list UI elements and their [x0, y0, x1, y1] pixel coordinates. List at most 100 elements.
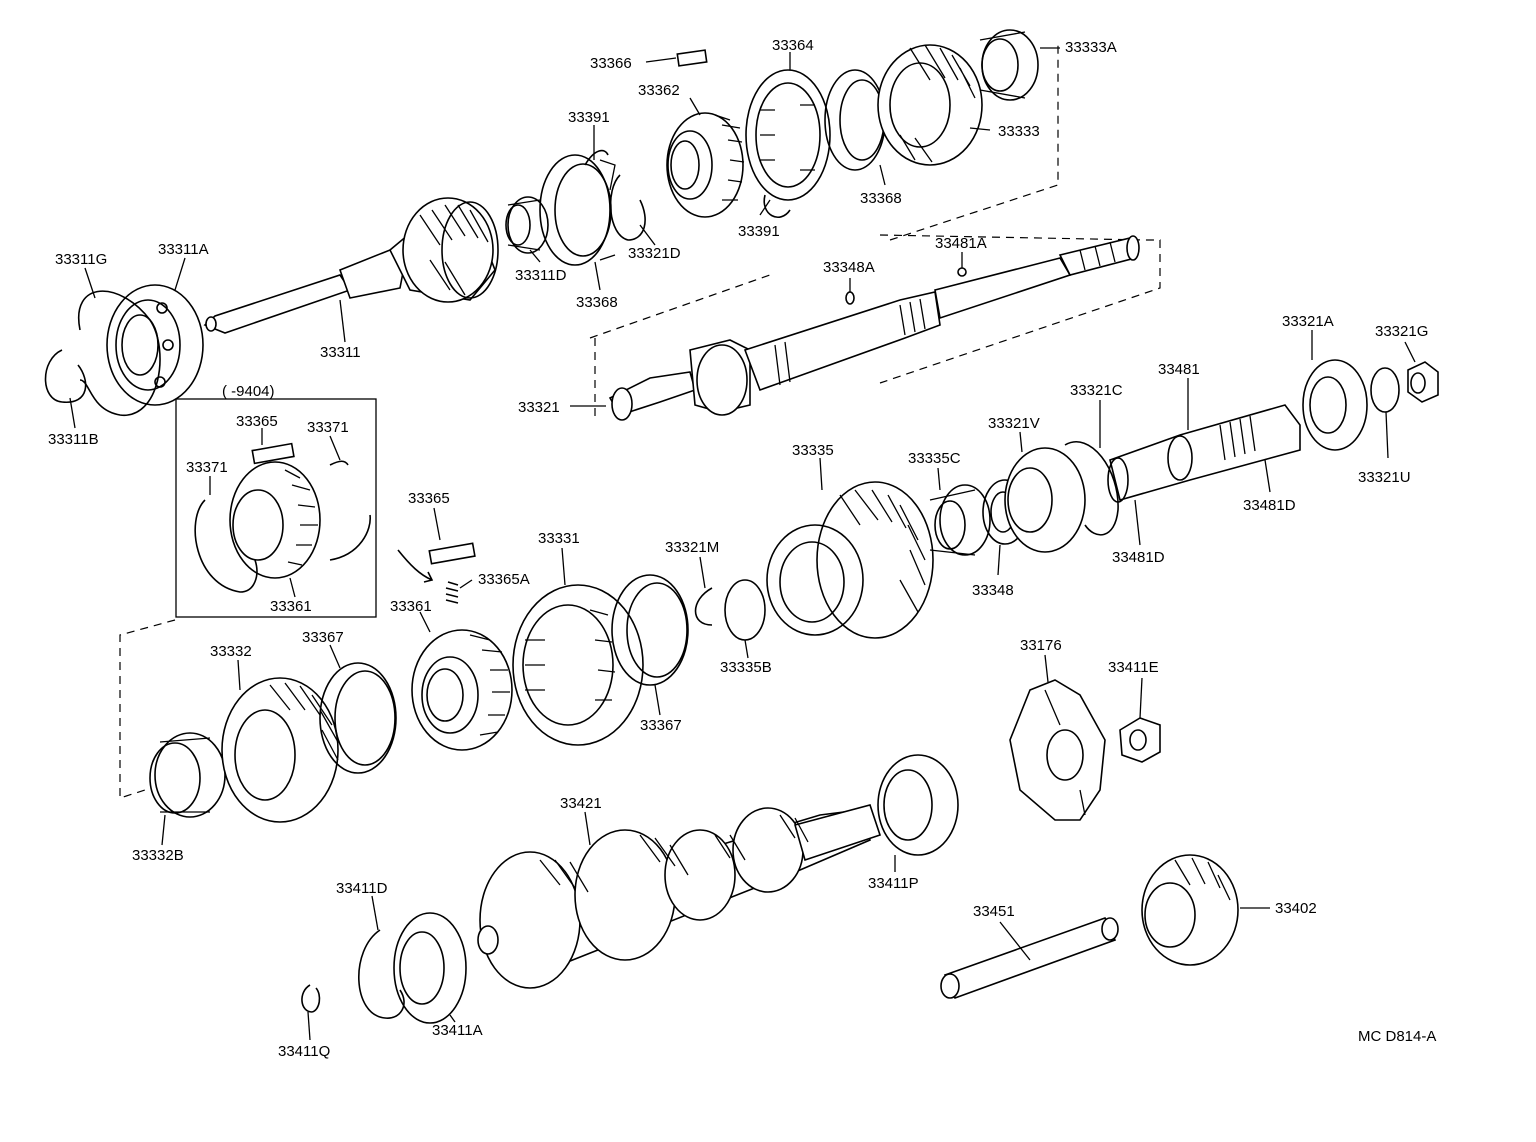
part-33364-hub-sleeve — [745, 69, 831, 218]
part-33365-shifting-key — [428, 542, 476, 565]
label-33362: 33362 — [638, 82, 680, 99]
part-33333A-needle-bearing — [979, 29, 1039, 101]
part-33362-clutch-hub — [666, 112, 745, 218]
label-33365-inset: 33365 — [236, 413, 278, 430]
part-33411E-nut — [1119, 717, 1161, 763]
label-33333: 33333 — [998, 123, 1040, 140]
label-33365A: 33365A — [478, 571, 530, 588]
label-33332B: 33332B — [132, 847, 184, 864]
label-33364: 33364 — [772, 37, 814, 54]
part-33348A-ball — [845, 291, 855, 305]
part-33391-key-spring-upper — [584, 149, 609, 166]
part-33321C-snap-ring — [1064, 441, 1119, 536]
part-33367-synchronizer-ring-lower — [319, 662, 397, 774]
label-33335: 33335 — [792, 442, 834, 459]
leader-lines — [69, 47, 1416, 1041]
lower-left-dashed-outline — [119, 619, 176, 799]
label-33411P: 33411P — [868, 875, 919, 892]
label-33321G: 33321G — [1375, 323, 1428, 340]
label-33361: 33361 — [390, 598, 432, 615]
label-33481D-left: 33481D — [1112, 549, 1165, 566]
label-33311D: 33311D — [515, 267, 567, 284]
part-33481-shaft-sleeve — [1107, 404, 1301, 503]
label-33481: 33481 — [1158, 361, 1200, 378]
part-33332B-needle-bearing — [149, 732, 226, 818]
label-33411Q: 33411Q — [278, 1043, 330, 1060]
part-33368-synchronizer-ring-upper — [824, 69, 886, 171]
part-33321U-washer — [1370, 367, 1400, 413]
part-33411A-bearing — [393, 912, 467, 1024]
label-33311: 33311 — [320, 344, 361, 361]
part-33368-synchronizer-ring — [539, 154, 616, 266]
part-33321V-bearing — [1004, 447, 1086, 553]
top-assembly-dashed-outline — [889, 40, 1059, 241]
part-33365-shifting-key-early — [251, 442, 295, 465]
label-33321C: 33321C — [1070, 382, 1123, 399]
label-33335C: 33335C — [908, 450, 961, 467]
label-33348A: 33348A — [823, 259, 875, 276]
label-33321A: 33321A — [1282, 313, 1334, 330]
part-33176-thrust-plate — [1009, 679, 1106, 821]
label-33421: 33421 — [560, 795, 602, 812]
early-model-inset-box — [175, 398, 377, 618]
part-33321M-snap-ring — [694, 587, 713, 626]
label-33332: 33332 — [210, 643, 252, 660]
part-33311-input-shaft — [203, 197, 499, 334]
part-33411D-snap-ring — [358, 929, 405, 1019]
part-33402-reverse-idler-gear — [1141, 854, 1239, 966]
diagram-code: MC D814-A — [1358, 1028, 1436, 1045]
part-33481A-ball — [957, 267, 967, 277]
label-33365: 33365 — [408, 490, 450, 507]
part-33333-gear — [877, 44, 983, 166]
label-33481D-right: 33481D — [1243, 497, 1296, 514]
label-range: ( -9404) — [222, 383, 275, 400]
part-labels: 33366 33364 33333A 33362 33391 33333 333… — [48, 37, 1436, 1060]
label-33361-inset: 33361 — [270, 598, 312, 615]
part-33311G-snap-ring — [77, 290, 161, 416]
part-33321A-bearing — [1302, 359, 1368, 451]
part-33361-clutch-hub — [411, 629, 513, 751]
label-33331: 33331 — [538, 530, 580, 547]
label-33371-left: 33371 — [186, 459, 228, 476]
part-33335C-needle-bearing — [929, 484, 991, 556]
part-33366-shifting-key — [676, 49, 708, 67]
part-33411P-bearing — [877, 754, 959, 856]
label-33368-upper: 33368 — [860, 190, 902, 207]
label-33367-lower: 33367 — [302, 629, 344, 646]
part-33421-counter-gear — [477, 804, 882, 989]
label-33368-lower: 33368 — [576, 294, 618, 311]
label-33333A: 33333A — [1065, 39, 1117, 56]
label-33411A: 33411A — [432, 1022, 483, 1039]
part-33371-spring-right — [329, 460, 371, 561]
part-33451-reverse-idler-shaft — [940, 916, 1119, 1000]
label-33335B: 33335B — [720, 659, 772, 676]
part-33335-gear — [766, 481, 934, 639]
label-33321M: 33321M — [665, 539, 719, 556]
label-33321V: 33321V — [988, 415, 1040, 432]
label-33348: 33348 — [972, 582, 1014, 599]
label-33311A: 33311A — [158, 241, 209, 258]
label-33391-lower: 33391 — [738, 223, 780, 240]
part-33371-spring-left — [194, 499, 258, 593]
label-33311G: 33311G — [55, 251, 107, 268]
label-33411D: 33411D — [336, 880, 388, 897]
part-33411Q-ring — [301, 984, 321, 1013]
label-33402: 33402 — [1275, 900, 1317, 917]
part-33311A-bearing — [106, 284, 204, 406]
part-33311B-snap-ring — [44, 349, 87, 403]
label-33371-right: 33371 — [307, 419, 349, 436]
label-33321D: 33321D — [628, 245, 681, 262]
label-33481A: 33481A — [935, 235, 987, 252]
part-33367-synchronizer-ring — [611, 574, 689, 686]
label-33411E: 33411E — [1108, 659, 1159, 676]
part-33365A-spring — [445, 581, 459, 604]
label-33321: 33321 — [518, 399, 560, 416]
label-33391-upper: 33391 — [568, 109, 610, 126]
label-33176: 33176 — [1020, 637, 1062, 654]
part-33321G-nut — [1407, 361, 1439, 403]
part-33332-gear — [221, 677, 339, 823]
label-33451: 33451 — [973, 903, 1015, 920]
part-33321-output-shaft — [608, 235, 1140, 421]
label-33321U: 33321U — [1358, 469, 1411, 486]
